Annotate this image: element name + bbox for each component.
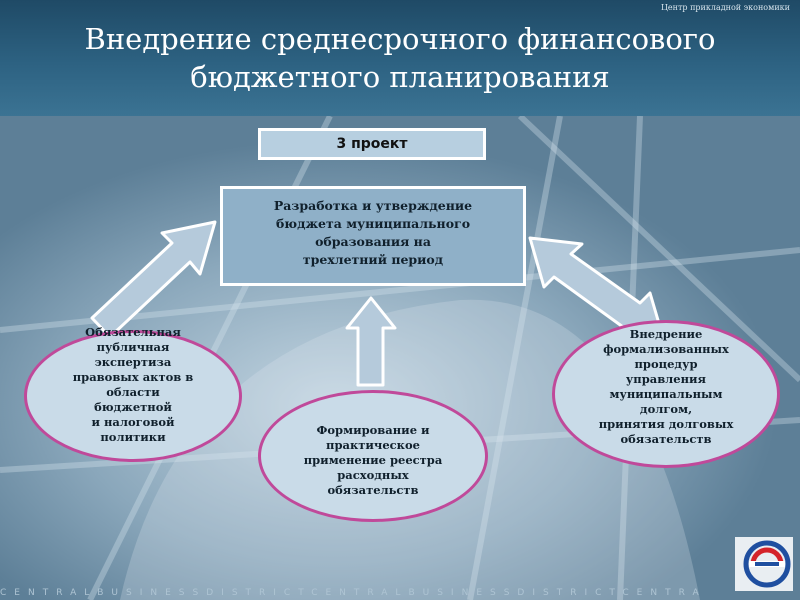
- center-note: Центр прикладной экономики: [660, 3, 790, 12]
- middle-oval-line: применение реестра: [303, 453, 443, 467]
- up-arrow: [345, 296, 397, 387]
- left-arrow: [90, 220, 217, 339]
- logo-icon: [735, 537, 793, 591]
- left-oval-line: Обязательная: [85, 325, 181, 339]
- middle-oval: Формирование и практическое применение р…: [258, 390, 488, 522]
- middle-oval-line: практическое: [326, 438, 420, 452]
- right-oval-line: обязательств: [620, 432, 712, 446]
- left-oval-line: политики: [100, 430, 166, 444]
- right-oval-line: принятия долговых: [598, 417, 734, 431]
- middle-oval-line: Формирование и: [316, 423, 430, 437]
- project-label-box: 3 проект: [258, 128, 486, 160]
- page-title: Внедрение среднесрочного финансового бюд…: [0, 20, 800, 96]
- right-oval-line: Внедрение: [629, 327, 703, 341]
- left-oval-line: области: [106, 385, 160, 399]
- title-line-1: Внедрение среднесрочного финансового: [84, 22, 716, 56]
- main-box-line-3: образования на: [315, 234, 431, 249]
- left-oval-line: публичная: [96, 340, 170, 354]
- left-oval-line: и налоговой: [91, 415, 175, 429]
- right-oval: Внедрение формализованных процедур управ…: [552, 320, 780, 468]
- left-oval-line: правовых актов в: [72, 370, 194, 384]
- header-bar: Центр прикладной экономики Внедрение сре…: [0, 0, 800, 116]
- main-goal-box: Разработка и утверждение бюджета муницип…: [220, 186, 526, 286]
- middle-oval-text: Формирование и практическое применение р…: [261, 423, 485, 498]
- right-oval-line: муниципальным: [609, 387, 723, 401]
- left-oval-line: бюджетной: [94, 400, 172, 414]
- left-oval-line: экспертиза: [94, 355, 172, 369]
- right-oval-line: процедур: [634, 357, 698, 371]
- main-box-line-4: трехлетний период: [302, 252, 444, 267]
- middle-oval-line: расходных: [337, 468, 409, 482]
- title-line-2: бюджетного планирования: [190, 60, 610, 94]
- right-oval-line: долгом,: [639, 402, 693, 416]
- main-box-line-2: бюджета муниципального: [275, 216, 471, 231]
- left-oval-text: Обязательная публичная экспертиза правов…: [27, 325, 239, 445]
- middle-oval-line: обязательств: [327, 483, 419, 497]
- right-oval-line: формализованных: [603, 342, 729, 356]
- right-oval-line: управления: [625, 372, 707, 386]
- watermark-text: CENTRALBUSINESSDISTRICTCENTRALBUSINESSDI…: [0, 588, 707, 598]
- main-box-line-1: Разработка и утверждение: [273, 198, 473, 213]
- left-oval: Обязательная публичная экспертиза правов…: [24, 325, 242, 462]
- right-oval-text: Внедрение формализованных процедур управ…: [555, 327, 777, 447]
